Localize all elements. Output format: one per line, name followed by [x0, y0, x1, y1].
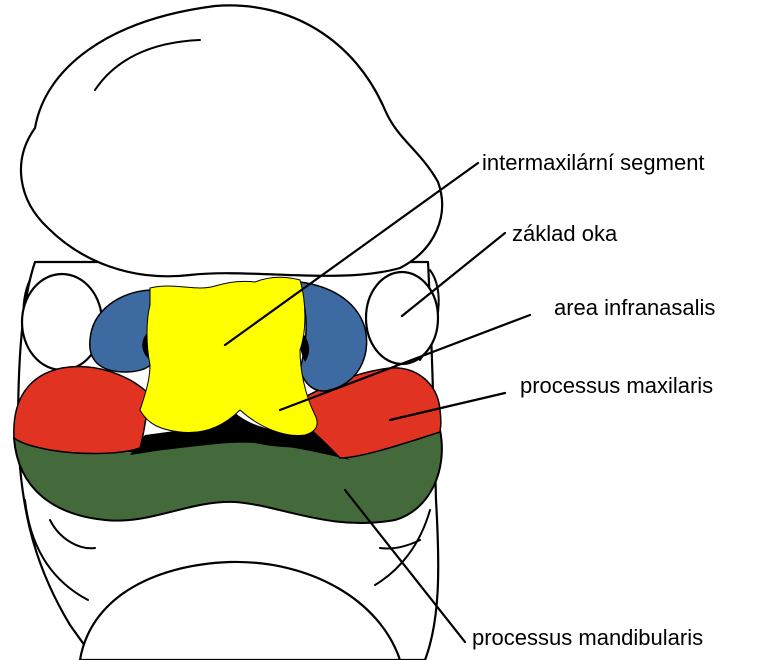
forehead-bulge [21, 5, 442, 276]
labels: intermaxilární segment základ oka area i… [472, 150, 715, 650]
left-lateral-lobe [22, 274, 102, 370]
intermaxillary-segment [140, 277, 317, 435]
label-area-infranasalis: area infranasalis [554, 295, 715, 320]
right-lateral-lobe [366, 272, 438, 364]
label-processus-mandibularis: processus mandibularis [472, 625, 703, 650]
label-processus-maxilaris: processus maxilaris [520, 373, 713, 398]
label-eye-primordium: základ oka [512, 221, 618, 246]
label-intermaxillary-segment: intermaxilární segment [482, 150, 705, 175]
